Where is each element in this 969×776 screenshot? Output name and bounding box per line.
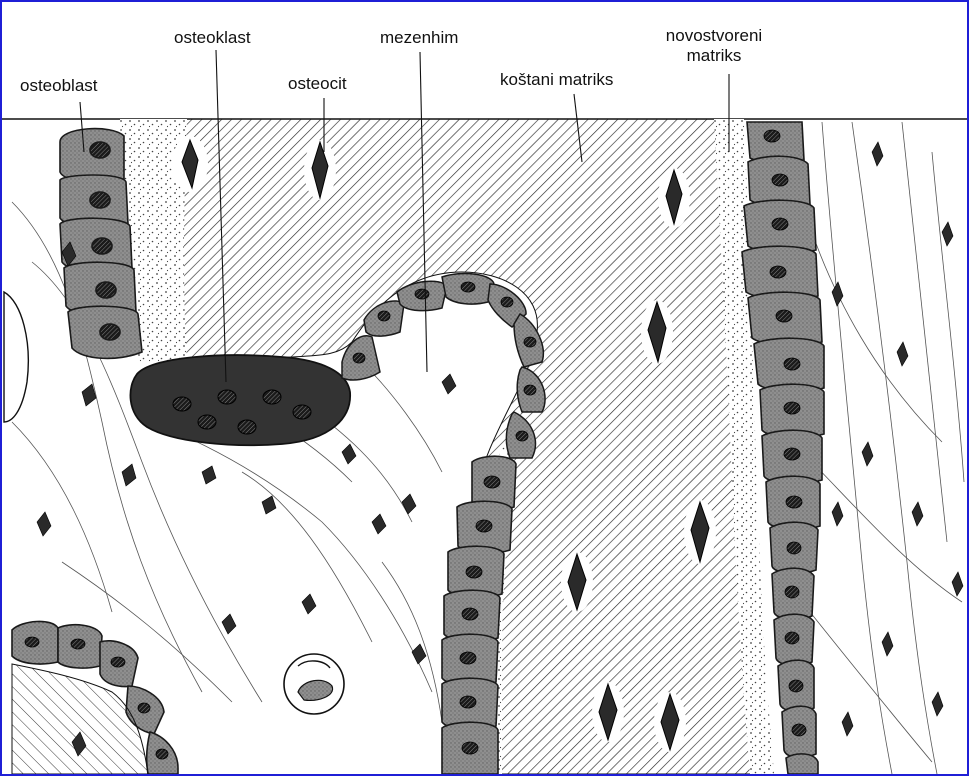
label-novostvoreni-matriks: novostvoreni matriks — [654, 26, 774, 66]
label-novostvoreni-line2: matriks — [654, 46, 774, 66]
label-osteocit: osteocit — [288, 74, 347, 94]
blood-cell — [284, 654, 344, 714]
mesenchyme-fibres-right — [802, 122, 964, 774]
osteocyte — [684, 500, 716, 564]
osteocyte — [641, 300, 673, 364]
label-mezenhim: mezenhim — [380, 28, 458, 48]
osteocyte — [561, 552, 593, 612]
label-osteoklast: osteoklast — [174, 28, 251, 48]
osteocyte — [654, 692, 686, 752]
osteocyte — [592, 682, 624, 742]
label-kostani-matriks: koštani matriks — [500, 70, 613, 90]
osteocyte — [304, 140, 336, 200]
osteocyte — [658, 168, 690, 228]
label-novostvoreni-line1: novostvoreni — [654, 26, 774, 46]
label-osteoblast: osteoblast — [20, 76, 98, 96]
vessel-left — [4, 292, 28, 422]
osteocyte — [172, 136, 208, 192]
